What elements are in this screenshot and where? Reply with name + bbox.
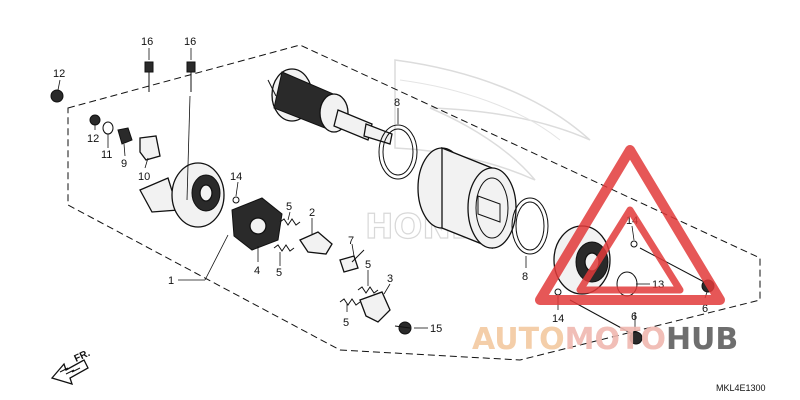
callout-12: 12 — [87, 133, 99, 145]
brush-holder — [231, 197, 283, 251]
callout-6: 6 — [702, 303, 708, 315]
callout-2: 2 — [309, 207, 315, 219]
callout-5: 5 — [365, 259, 371, 271]
callout-15: 15 — [430, 323, 442, 335]
callout-5: 5 — [286, 201, 292, 213]
callout-7: 7 — [348, 235, 354, 247]
callout-8: 8 — [522, 271, 528, 283]
callout-16: 16 — [141, 36, 153, 48]
front-cover — [553, 225, 638, 296]
direction-label: FR. — [73, 348, 92, 365]
diagram-code: MKL4E1300 — [716, 383, 766, 393]
watermark-brand-text: AUTOMOTOHUB — [472, 322, 738, 357]
leader-lines — [57, 48, 708, 332]
callout-14: 14 — [230, 171, 242, 183]
callout-6: 6 — [631, 311, 637, 323]
front-direction-arrow: FR. — [50, 348, 92, 385]
bolt-15 — [394, 321, 412, 335]
brush-2 — [299, 231, 333, 255]
callout-11: 11 — [101, 149, 112, 161]
brush-3 — [359, 291, 391, 323]
watermark-triangle-inner — [576, 206, 684, 294]
callout-14: 14 — [552, 313, 564, 325]
callout-4: 4 — [254, 265, 260, 277]
callout-1: 1 — [168, 275, 174, 287]
callout-5: 5 — [276, 267, 282, 279]
callout-10: 10 — [138, 171, 150, 183]
assembly-frame — [67, 44, 761, 361]
rear-cover — [139, 162, 225, 228]
armature — [267, 68, 393, 145]
terminal-parts — [50, 61, 240, 204]
automotohub-watermark: AUTOMOTOHUB — [472, 145, 738, 357]
callout-5: 5 — [343, 317, 349, 329]
brush-springs — [273, 218, 379, 306]
callout-8: 8 — [394, 97, 400, 109]
callout-9: 9 — [121, 158, 127, 170]
o-ring-upper — [378, 124, 418, 180]
watermark-triangle-outer — [535, 145, 725, 305]
callout-12: 12 — [53, 68, 65, 80]
callout-3: 3 — [387, 273, 393, 285]
terminal-bolt — [339, 249, 365, 273]
o-ring-lower — [511, 197, 549, 255]
callout-16: 16 — [184, 36, 196, 48]
motor-case — [417, 147, 517, 249]
